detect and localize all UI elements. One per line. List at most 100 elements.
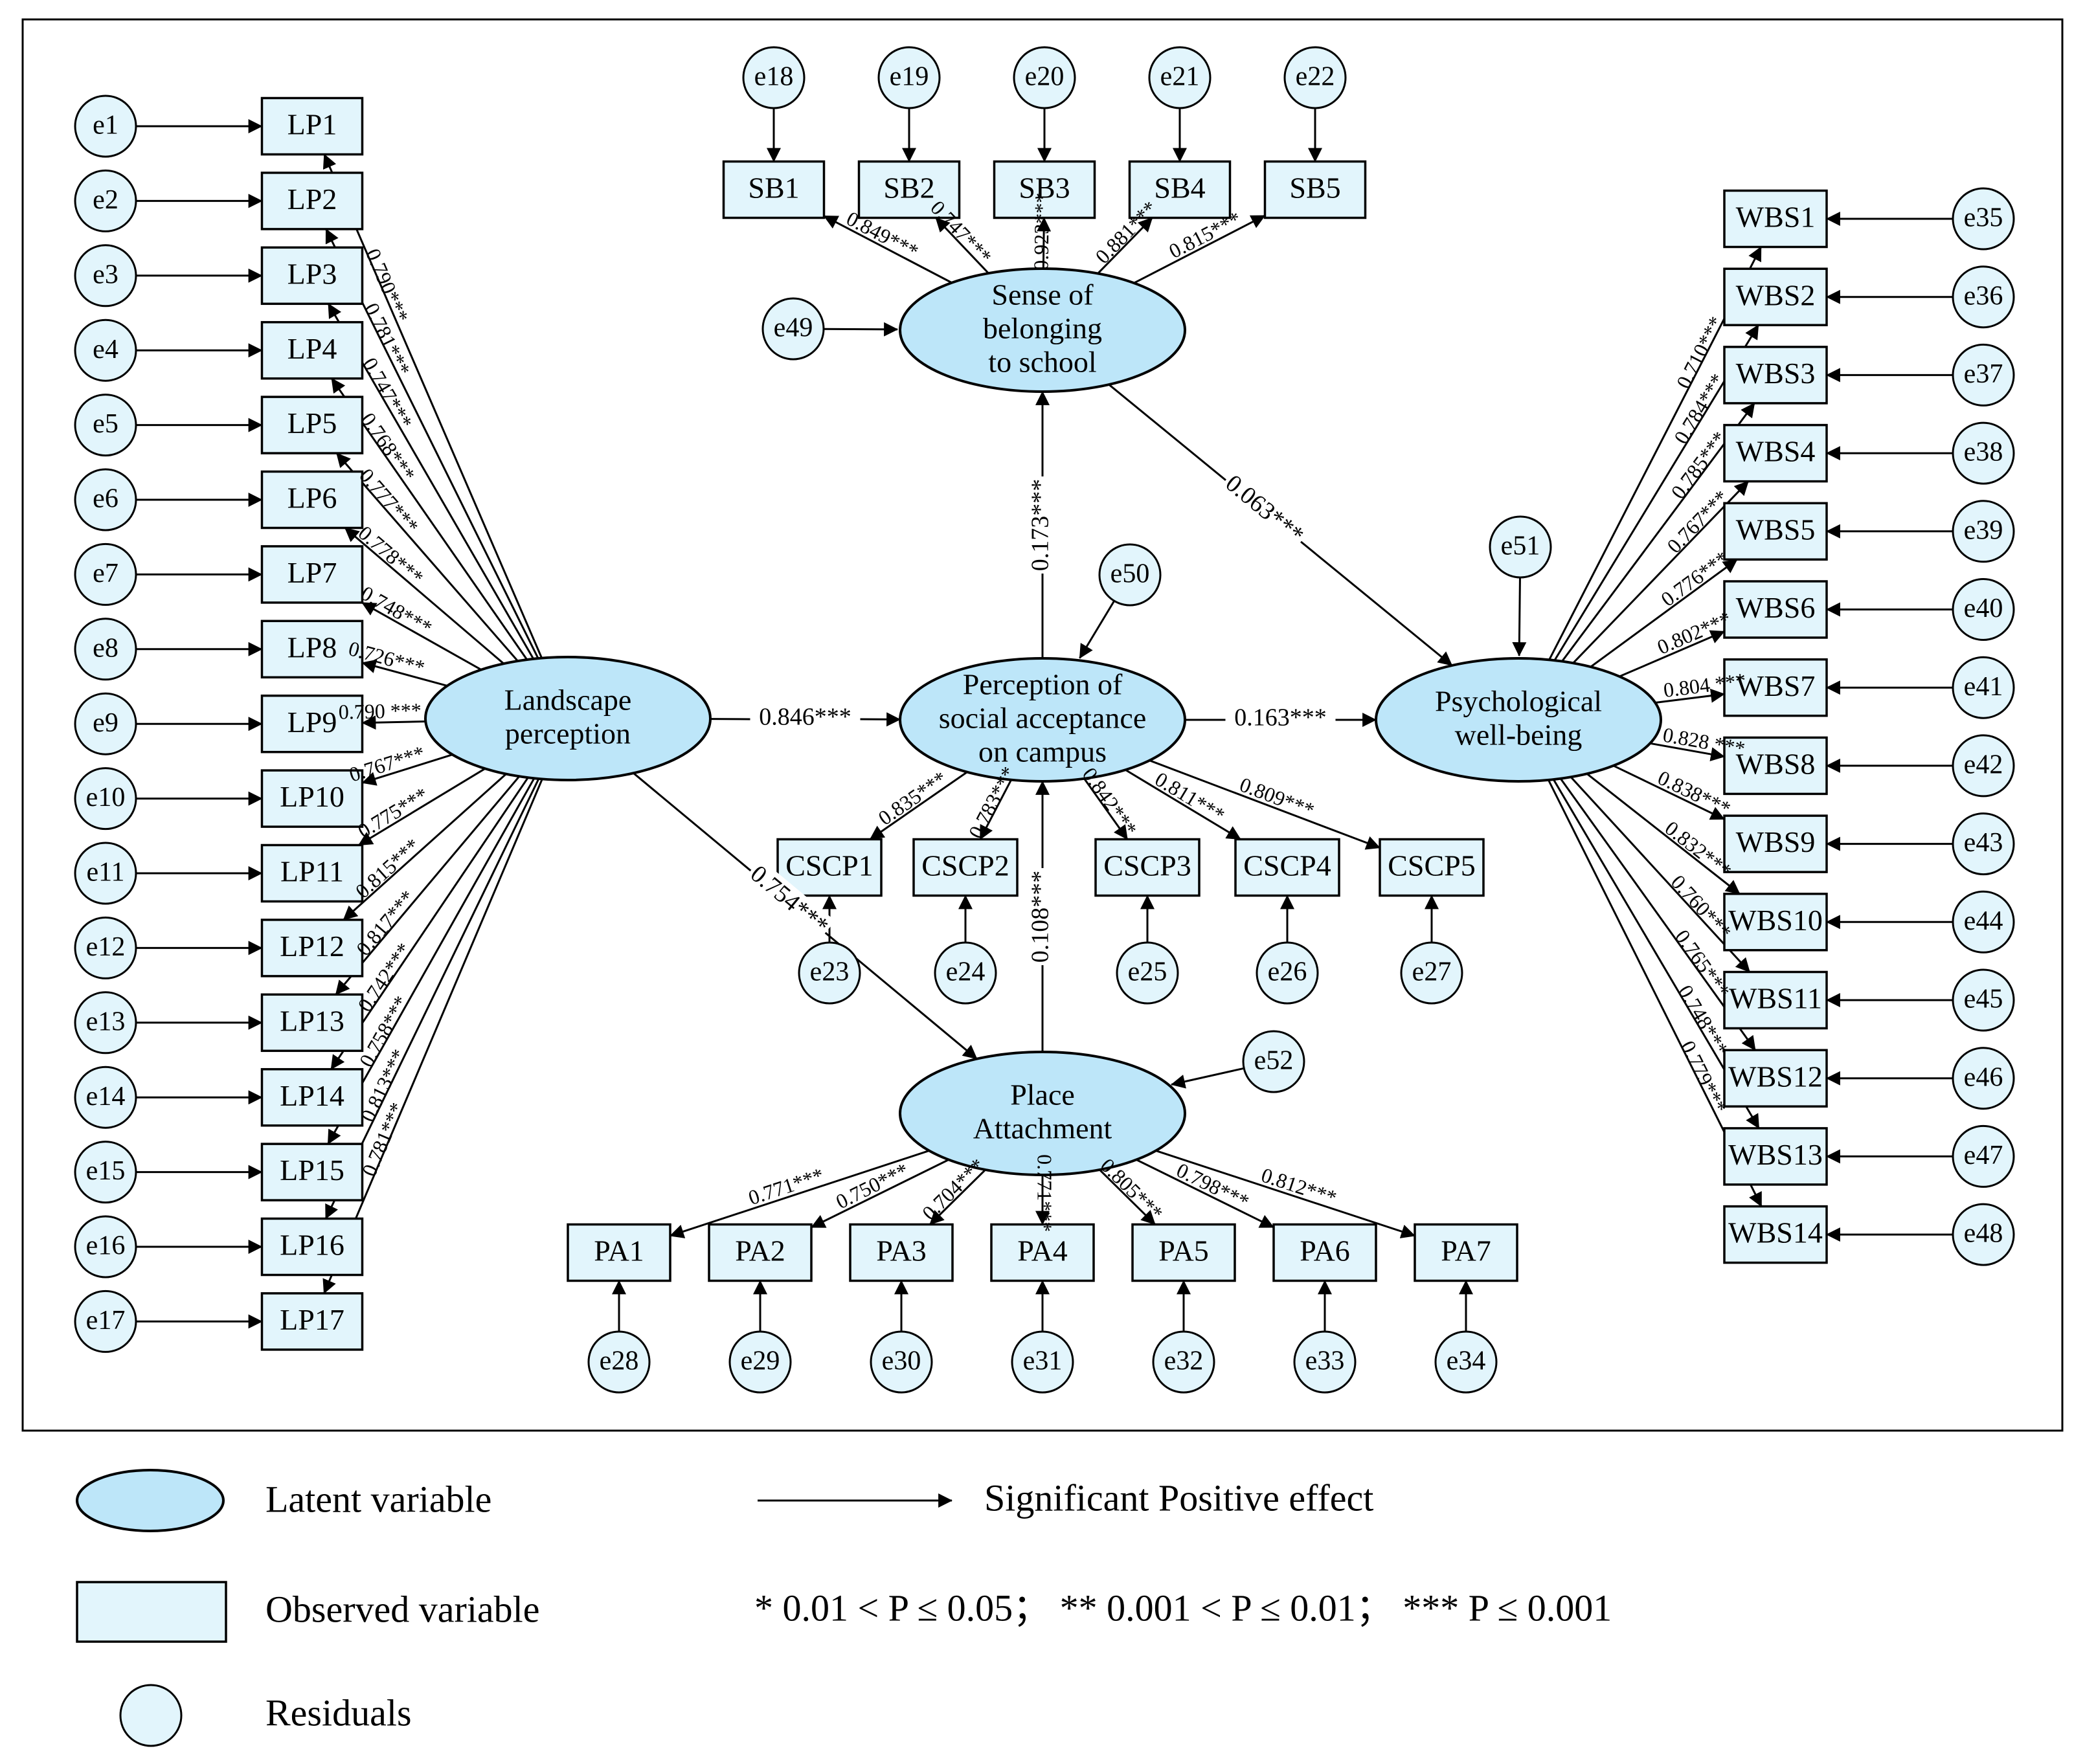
indicator-label-wbs10: WBS10 [1728, 904, 1823, 937]
loading-arrow-wbs3 [1561, 403, 1755, 662]
loading-label-wbs5: 0.776*** [1656, 546, 1733, 611]
residual-label-e16: e16 [86, 1231, 126, 1261]
residual-circle-e38 [1952, 421, 2015, 485]
residual-label-e14: e14 [86, 1082, 126, 1111]
residual-label-e12: e12 [86, 932, 126, 962]
indicator-label-lp15: LP15 [280, 1154, 344, 1187]
loading-arrow-cscp5 [1149, 759, 1381, 850]
latent-label-lp-1: perception [505, 717, 631, 750]
legend-arrow-label: Significant Positive effect [984, 1477, 1373, 1519]
indicator-box-lp11 [260, 843, 364, 903]
residual-label-e37: e37 [1964, 359, 2003, 389]
loading-arrow-pa5 [1099, 1168, 1156, 1225]
residual-label-e8: e8 [93, 633, 118, 663]
residual-circle-e6 [74, 468, 137, 531]
indicator-label-wbs4: WBS4 [1736, 435, 1816, 468]
indicator-label-wbs2: WBS2 [1736, 278, 1816, 311]
loading-arrow-lp1 [322, 153, 543, 659]
residual-label-e31: e31 [1023, 1346, 1063, 1376]
residual-circle-e11 [74, 842, 137, 905]
indicator-box-pa6 [1272, 1223, 1377, 1282]
residual-circle-e19 [877, 46, 941, 109]
residual-label-e15: e15 [86, 1156, 126, 1186]
residual-label-e4: e4 [93, 335, 118, 364]
loading-label-cscp5: 0.809*** [1237, 772, 1318, 821]
loading-arrow-wbs10 [1586, 773, 1741, 895]
indicator-label-cscp2: CSCP2 [921, 849, 1009, 882]
indicator-box-lp10 [260, 769, 364, 828]
residual-label-e25: e25 [1128, 957, 1167, 987]
loading-arrow-wbs5 [1590, 559, 1738, 668]
path-pa-to-cscp-label: 0.108*** [1027, 871, 1054, 963]
residual-label-e2: e2 [93, 185, 118, 215]
loading-label-lp11: 0.775*** [354, 783, 432, 843]
residual-circle-e3 [74, 244, 137, 307]
path-cscp-to-wbs-label: 0.163*** [1234, 704, 1327, 731]
indicator-box-pa7 [1414, 1223, 1518, 1282]
residual-circle-e30 [870, 1330, 933, 1394]
path-cscp-to-sb-label: 0.173*** [1027, 479, 1054, 572]
indicator-box-wbs10 [1723, 893, 1828, 952]
residual-circle-e5 [74, 394, 137, 457]
residual-label-e45: e45 [1964, 985, 2003, 1014]
indicator-box-lp9 [260, 694, 364, 754]
latent-label-cscp-2: on campus [978, 735, 1107, 768]
indicator-box-wbs14 [1723, 1205, 1828, 1264]
path-sb-to-wbs-label-bg [1215, 468, 1311, 554]
loading-arrow-sb3 [1037, 217, 1052, 269]
legend-residual-swatch [119, 1684, 183, 1747]
indicator-box-sb2 [857, 160, 961, 219]
residual-label-e21: e21 [1160, 62, 1200, 92]
residual-label-e40: e40 [1964, 594, 2003, 623]
residual-circle-e34 [1434, 1330, 1498, 1394]
indicator-box-wbs3 [1723, 346, 1828, 405]
residual-label-e39: e39 [1964, 515, 2003, 545]
residual-label-e19: e19 [890, 62, 929, 92]
residual-label-e28: e28 [600, 1346, 639, 1376]
residual-label-e33: e33 [1305, 1346, 1345, 1376]
indicator-label-lp5: LP5 [287, 407, 337, 440]
loading-arrow-wbs9 [1613, 765, 1725, 820]
residual-label-e20: e20 [1025, 62, 1065, 92]
loading-arrow-lp8 [361, 659, 448, 687]
residual-label-e47: e47 [1964, 1141, 2003, 1170]
indicator-box-sb3 [993, 160, 1096, 219]
legend-latent-label: Latent variable [265, 1478, 491, 1520]
residual-label-e48: e48 [1964, 1219, 2003, 1249]
indicator-label-wbs13: WBS13 [1728, 1138, 1823, 1171]
loading-label-pa4: 0.771*** [1033, 1154, 1057, 1232]
indicator-label-lp7: LP7 [287, 556, 337, 589]
indicator-label-lp11: LP11 [280, 855, 344, 888]
loading-arrow-lp4 [330, 377, 528, 660]
indicator-box-sb4 [1128, 160, 1232, 219]
indicator-box-pa1 [567, 1223, 671, 1282]
loading-label-sb4: 0.881*** [1090, 196, 1162, 268]
loading-arrow-lp10 [361, 754, 453, 786]
residual-circle-e24 [934, 941, 997, 1005]
indicator-box-sb5 [1263, 160, 1367, 219]
loading-arrow-lp14 [330, 777, 529, 1070]
residual-label-e26: e26 [1268, 957, 1307, 987]
residual-label-e38: e38 [1964, 438, 2003, 467]
residual-label-e35: e35 [1964, 203, 2003, 233]
residual-circle-e28 [587, 1330, 651, 1394]
loading-arrow-pa2 [811, 1159, 949, 1229]
indicator-label-wbs8: WBS8 [1736, 747, 1816, 780]
residual-label-e36: e36 [1964, 281, 2003, 311]
indicator-label-lp8: LP8 [287, 631, 337, 664]
loading-arrow-sb2 [935, 217, 989, 274]
residual-circle-e47 [1952, 1124, 2015, 1188]
residual-circle-e37 [1952, 343, 2015, 407]
residual-label-e46: e46 [1964, 1062, 2003, 1092]
diagram-frame [21, 18, 2064, 1432]
latent-label-sb-0: Sense of [991, 278, 1094, 311]
residual-label-e51: e51 [1501, 531, 1540, 561]
indicator-box-lp1 [260, 96, 364, 156]
loading-arrow-sb5 [1133, 214, 1266, 284]
residual-label-e24: e24 [946, 957, 986, 987]
residual-label-e11: e11 [86, 858, 124, 888]
indicator-box-lp12 [260, 919, 364, 977]
residual-circle-e1 [74, 95, 137, 158]
indicator-label-sb1: SB1 [748, 172, 799, 205]
residual-label-e5: e5 [93, 409, 118, 439]
